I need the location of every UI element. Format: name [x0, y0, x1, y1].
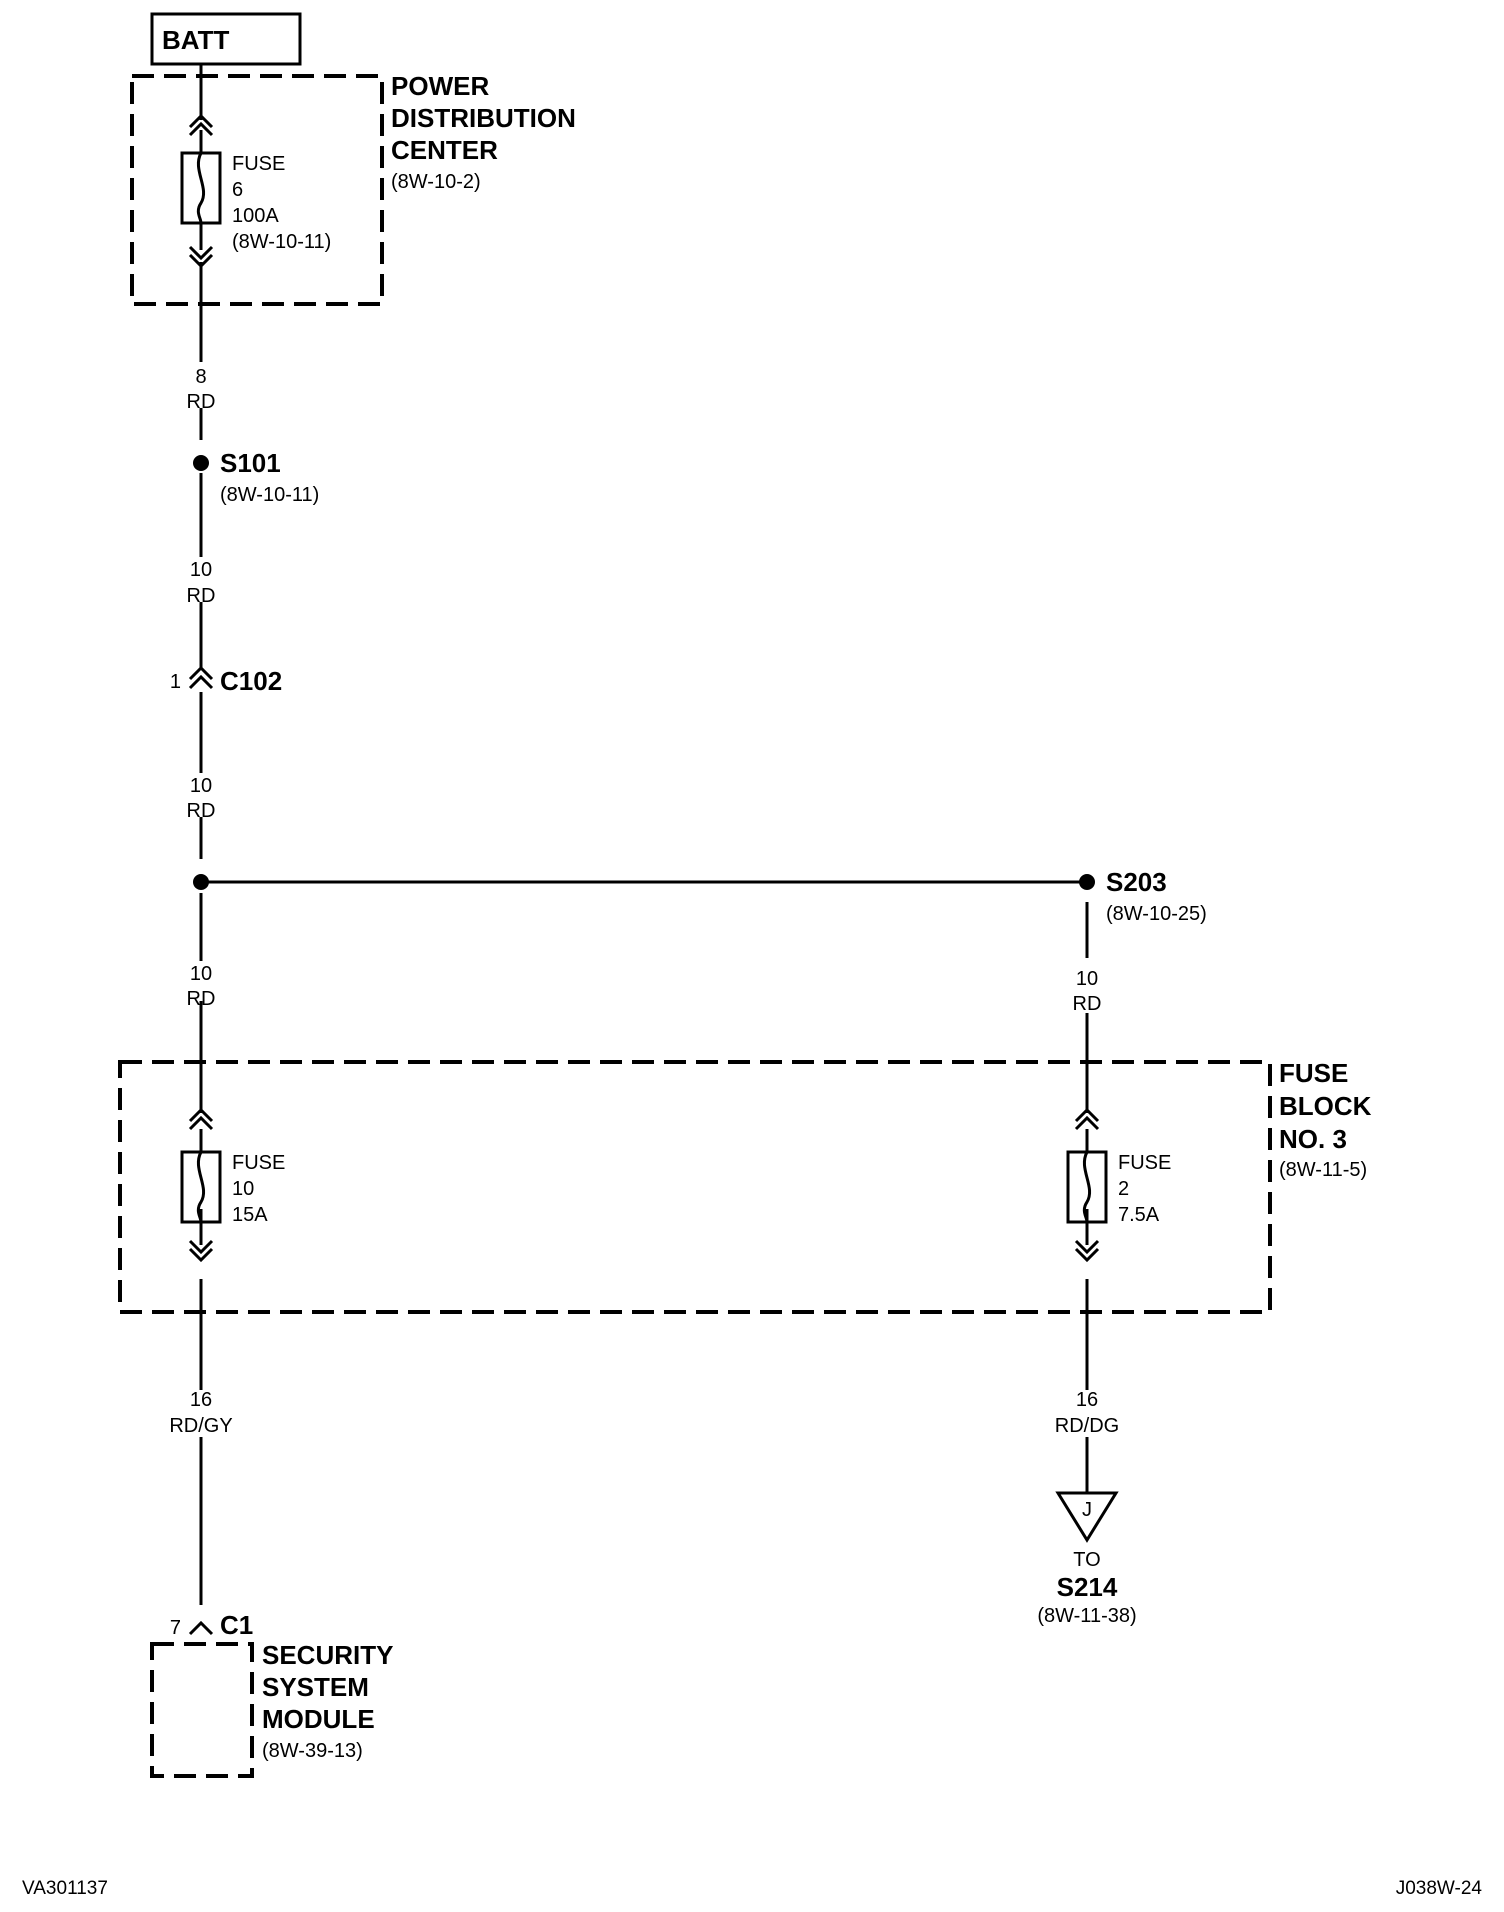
fuse-2-rating: 7.5A: [1118, 1204, 1160, 1226]
pdc-ref: (8W-10-2): [391, 171, 481, 193]
fuse-10-label: FUSE: [232, 1152, 285, 1174]
offpage-connector-symbol: [1055, 1491, 1119, 1543]
fuse-6-number: 6: [232, 179, 243, 201]
fuse-2-number: 2: [1118, 1178, 1129, 1200]
connector-c1-name: C1: [220, 1610, 253, 1640]
offpage-ref: (8W-11-38): [1037, 1605, 1136, 1627]
wire-gauge: 10: [1076, 968, 1098, 990]
fuse-block-title-line-1: FUSE: [1279, 1058, 1348, 1088]
offpage-connector-letter: J: [1082, 1499, 1092, 1521]
wire-gauge: 8: [195, 366, 206, 388]
wire-color: RD: [187, 800, 216, 822]
wire-gauge: 16: [190, 1389, 212, 1411]
wire-color: RD: [187, 585, 216, 607]
connector-c1-chevron: [188, 1620, 214, 1636]
module-ref: (8W-39-13): [262, 1740, 363, 1762]
fuse-6-label: FUSE: [232, 153, 285, 175]
splice-s203-name: S203: [1106, 867, 1167, 897]
connector-c1-pin: 7: [170, 1617, 181, 1639]
wire-gauge: 10: [190, 963, 212, 985]
fuse-10-number: 10: [232, 1178, 254, 1200]
connector-chevron: [1074, 1107, 1100, 1123]
module-title-line-3: MODULE: [262, 1704, 375, 1734]
fuse-block-no-3-box: [118, 1060, 1272, 1314]
connector-chevron: [188, 253, 214, 269]
offpage-destination: S214: [1057, 1572, 1118, 1602]
wire-gauge: 10: [190, 775, 212, 797]
connector-c102-chevron: [188, 674, 214, 690]
connector-chevron: [188, 245, 214, 261]
connector-chevron: [188, 1247, 214, 1263]
pdc-title-line-1: POWER: [391, 71, 489, 101]
connector-chevron: [1074, 1115, 1100, 1131]
battery-label: BATT: [162, 25, 230, 55]
wire-gauge: 16: [1076, 1389, 1098, 1411]
splice-s203-dot: [1079, 874, 1095, 890]
connector-chevron: [188, 121, 214, 137]
battery-box: [150, 12, 302, 66]
fuse-10-element: [196, 1151, 206, 1223]
wire-color: RD: [1073, 993, 1102, 1015]
fuse-6-symbol: [180, 151, 222, 225]
fuse-block-title-line-2: BLOCK: [1279, 1091, 1372, 1121]
connector-chevron: [188, 1107, 214, 1123]
splice-s101-ref: (8W-10-11): [220, 484, 319, 506]
fuse-6-element: [196, 152, 206, 224]
connector-chevron: [1074, 1247, 1100, 1263]
wire-color: RD/DG: [1055, 1415, 1119, 1437]
splice-s203-ref: (8W-10-25): [1106, 903, 1207, 925]
connector-chevron: [1074, 1239, 1100, 1255]
security-system-module-box: [150, 1642, 254, 1778]
connector-c102-chevron: [188, 665, 214, 681]
fuse-2-label: FUSE: [1118, 1152, 1171, 1174]
wire-color: RD: [187, 391, 216, 413]
fuse-2-element: [1082, 1151, 1092, 1223]
connector-chevron: [188, 1239, 214, 1255]
splice-s101-dot: [193, 455, 209, 471]
fuse-6-ref: (8W-10-11): [232, 231, 331, 253]
module-title-line-1: SECURITY: [262, 1640, 393, 1670]
power-distribution-center-box: [130, 74, 384, 306]
connector-chevron: [188, 1115, 214, 1131]
wire-color: RD/GY: [169, 1415, 232, 1437]
fuse-6-rating: 100A: [232, 205, 279, 227]
wire-gauge: 10: [190, 559, 212, 581]
offpage-to-label: TO: [1073, 1549, 1100, 1571]
footer-left-code: VA301137: [22, 1878, 108, 1899]
pdc-title-line-3: CENTER: [391, 135, 498, 165]
pdc-title-line-2: DISTRIBUTION: [391, 103, 576, 133]
connector-c102-pin: 1: [170, 671, 181, 693]
fuse-block-ref: (8W-11-5): [1279, 1159, 1367, 1181]
connector-c102-name: C102: [220, 666, 282, 696]
module-title-line-2: SYSTEM: [262, 1672, 369, 1702]
footer-right-code: J038W-24: [1395, 1878, 1482, 1899]
connector-chevron: [188, 113, 214, 129]
fuse-block-title-line-3: NO. 3: [1279, 1124, 1347, 1154]
splice-s101-name: S101: [220, 448, 281, 478]
fuse-10-rating: 15A: [232, 1204, 268, 1226]
wire-color: RD: [187, 988, 216, 1010]
